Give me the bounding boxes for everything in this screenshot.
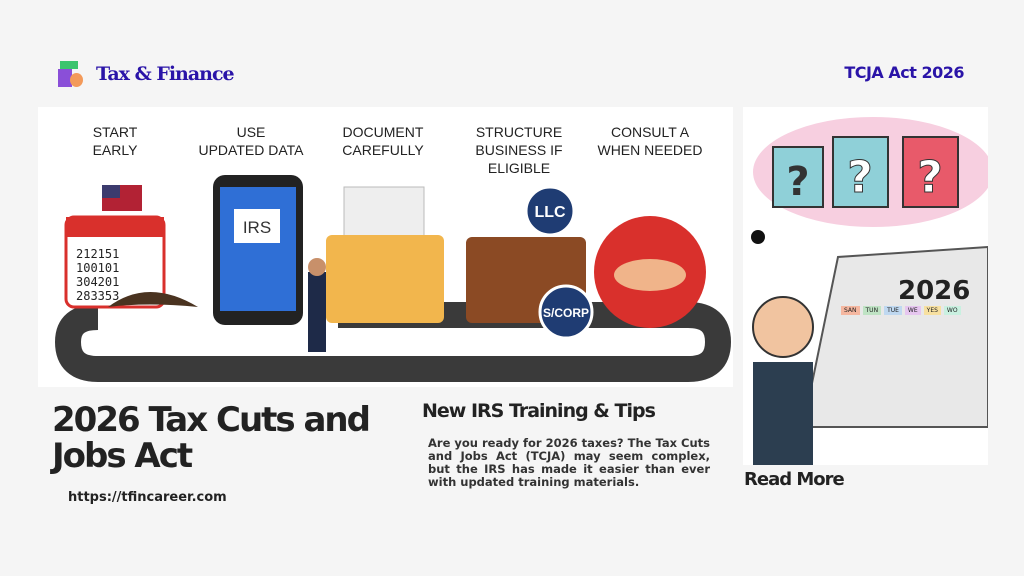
side-illustration: ? ? ? 2026 SAN TUN TUE WE YES WO bbox=[743, 107, 988, 465]
road bbox=[54, 302, 732, 382]
subtitle: New IRS Training & Tips bbox=[422, 400, 656, 422]
confused-person bbox=[752, 296, 814, 358]
read-more-link[interactable]: Read More bbox=[744, 469, 845, 490]
svg-text:?: ? bbox=[786, 159, 809, 205]
site-link[interactable]: https://tfincareer.com bbox=[68, 490, 227, 505]
phone-label: IRS bbox=[243, 218, 271, 237]
description: Are you ready for 2026 taxes? The Tax Cu… bbox=[428, 436, 710, 489]
llc-badge bbox=[524, 185, 576, 237]
businessman-figure bbox=[308, 272, 326, 352]
svg-text:?: ? bbox=[847, 152, 873, 203]
roadmap-graphic: IRS LLC S/CORP bbox=[54, 175, 732, 382]
weekday-row: SAN TUN TUE WE YES WO bbox=[841, 306, 961, 315]
svg-text:2026: 2026 bbox=[898, 276, 970, 306]
logo[interactable]: Tax & Finance bbox=[58, 61, 235, 87]
eagle-icon bbox=[108, 292, 198, 307]
question-icon bbox=[772, 146, 824, 208]
svg-text:LLC: LLC bbox=[534, 204, 566, 221]
logo-icon bbox=[58, 61, 84, 87]
header-tag: TCJA Act 2026 bbox=[844, 63, 964, 82]
svg-text:?: ? bbox=[917, 152, 943, 203]
calendar-icon bbox=[801, 245, 988, 428]
page-title: 2026 Tax Cuts and Jobs Act bbox=[52, 400, 371, 476]
brand-name: Tax & Finance bbox=[96, 63, 235, 85]
folder-icon bbox=[326, 235, 444, 323]
scorp-badge bbox=[538, 284, 594, 340]
svg-text:S/CORP: S/CORP bbox=[543, 306, 589, 320]
